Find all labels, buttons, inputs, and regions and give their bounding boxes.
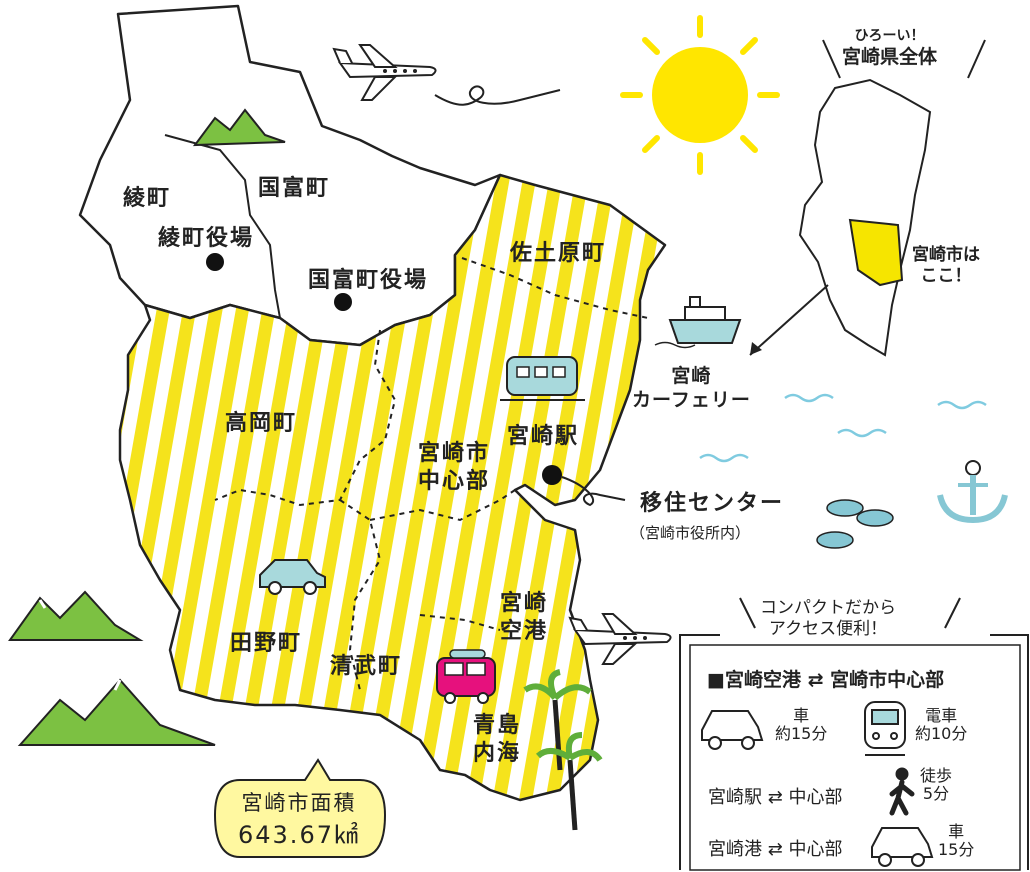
office-label-kunitomi: 国富町役場 — [308, 268, 429, 293]
access-tagline-line1: コンパクトだから — [760, 598, 896, 618]
label-airport-line2: 空港 — [500, 618, 549, 644]
access-title: ■宮崎空港 ⇄ 宮崎市中心部 — [707, 669, 945, 691]
label-aoshima-line2: 内海 — [473, 740, 522, 766]
prefecture-tagline-line1: ひろーい！ — [854, 28, 925, 44]
train-access: 電車 約10分 — [915, 706, 968, 744]
sun-icon — [620, 15, 780, 175]
town-label-kunitomi: 国富町 — [258, 176, 331, 201]
miyazaki-city-region — [118, 173, 667, 802]
bus-icon — [436, 649, 496, 704]
port-access-time: 15分 — [938, 840, 975, 860]
port-route: 宮崎港 ⇄ 中心部 — [708, 839, 843, 860]
car-icon — [701, 710, 764, 750]
walk-access-time: 5分 — [922, 784, 950, 804]
district-boundaries — [214, 257, 649, 691]
airplane-icon — [332, 44, 437, 101]
label-ferry-line1: 宮崎 — [671, 365, 712, 387]
walk-access: 徒歩 5分 — [920, 766, 953, 804]
area-badge: 宮崎市面積 643.67㎢ — [215, 775, 383, 857]
car-access-label: 車 — [793, 706, 810, 725]
here-label-line2: ここ！ — [920, 266, 972, 287]
walk-access-label: 徒歩 — [920, 766, 953, 785]
port-access: 車 15分 — [938, 822, 975, 860]
town-label-takaoka: 高岡町 — [225, 411, 298, 436]
area-badge-shape — [213, 758, 387, 858]
flight-trail — [434, 85, 561, 106]
access-tagline: コンパクトだから アクセス便利！ — [760, 598, 896, 641]
walking-person-icon — [889, 767, 915, 816]
label-city-center-line1: 宮崎市 — [418, 441, 491, 466]
car-access-time: 約15分 — [775, 724, 828, 744]
label-ferry: 宮崎 カーフェリー — [632, 365, 751, 413]
train-access-time: 約10分 — [915, 724, 968, 744]
miyazaki-city-highlight — [848, 218, 904, 287]
aya-office-marker — [206, 253, 224, 271]
area-value: 643.67㎢ — [238, 821, 360, 849]
train-icon — [864, 701, 906, 756]
access-info-frame — [679, 634, 1029, 870]
palm-tree-icon — [523, 669, 603, 831]
car-access: 車 約15分 — [775, 706, 828, 744]
miyazaki-station-marker — [542, 465, 562, 485]
sea-waves — [699, 393, 987, 463]
walk-route: 宮崎駅 ⇄ 中心部 — [708, 787, 843, 808]
anchor-icon — [937, 460, 1008, 524]
town-label-tano: 田野町 — [230, 631, 303, 656]
miyazaki-prefecture-outline — [798, 78, 932, 357]
town-label-sadowara: 佐土原町 — [510, 241, 607, 266]
access-info-box: ■宮崎空港 ⇄ 宮崎市中心部 車 約15分 電車 約10分 宮崎駅 ⇄ 中心部 … — [680, 635, 1030, 872]
kunitomi-office-marker — [334, 293, 352, 311]
port-access-label: 車 — [948, 822, 965, 841]
town-label-aya: 綾町 — [123, 186, 172, 211]
label-aoshima: 青島 内海 — [473, 712, 521, 767]
prefecture-tagline: ひろーい！ 宮崎県全体 — [842, 28, 937, 69]
fish-icon — [816, 499, 894, 549]
here-label-line1: 宮崎市は — [912, 245, 980, 265]
office-label-aya: 綾町役場 — [158, 226, 255, 251]
prefecture-tagline-line2: 宮崎県全体 — [842, 45, 938, 68]
label-airport-line1: 宮崎 — [500, 591, 549, 616]
label-city-center-line2: 中心部 — [418, 468, 491, 494]
label-miyazaki-station: 宮崎駅 — [507, 424, 580, 449]
car-icon — [871, 827, 934, 867]
label-migration-center-sub: （宮崎市役所内） — [630, 524, 751, 542]
car-icon — [259, 559, 326, 595]
label-migration-center: 移住センター — [640, 491, 785, 516]
label-aoshima-line1: 青島 — [473, 713, 522, 738]
town-label-kiyotake: 清武町 — [330, 654, 403, 679]
label-ferry-line2: カーフェリー — [632, 388, 751, 411]
train-icon — [500, 356, 585, 401]
access-tagline-line2: アクセス便利！ — [768, 619, 888, 640]
label-airport: 宮崎 空港 — [500, 590, 548, 645]
airplane-icon — [568, 613, 672, 665]
ship-icon — [654, 296, 742, 349]
train-access-label: 電車 — [925, 706, 958, 725]
here-label: 宮崎市は ここ！ — [912, 245, 980, 288]
mountain-icon — [8, 108, 286, 746]
label-city-center: 宮崎市 中心部 — [418, 440, 490, 495]
area-label: 宮崎市面積 — [241, 791, 357, 815]
